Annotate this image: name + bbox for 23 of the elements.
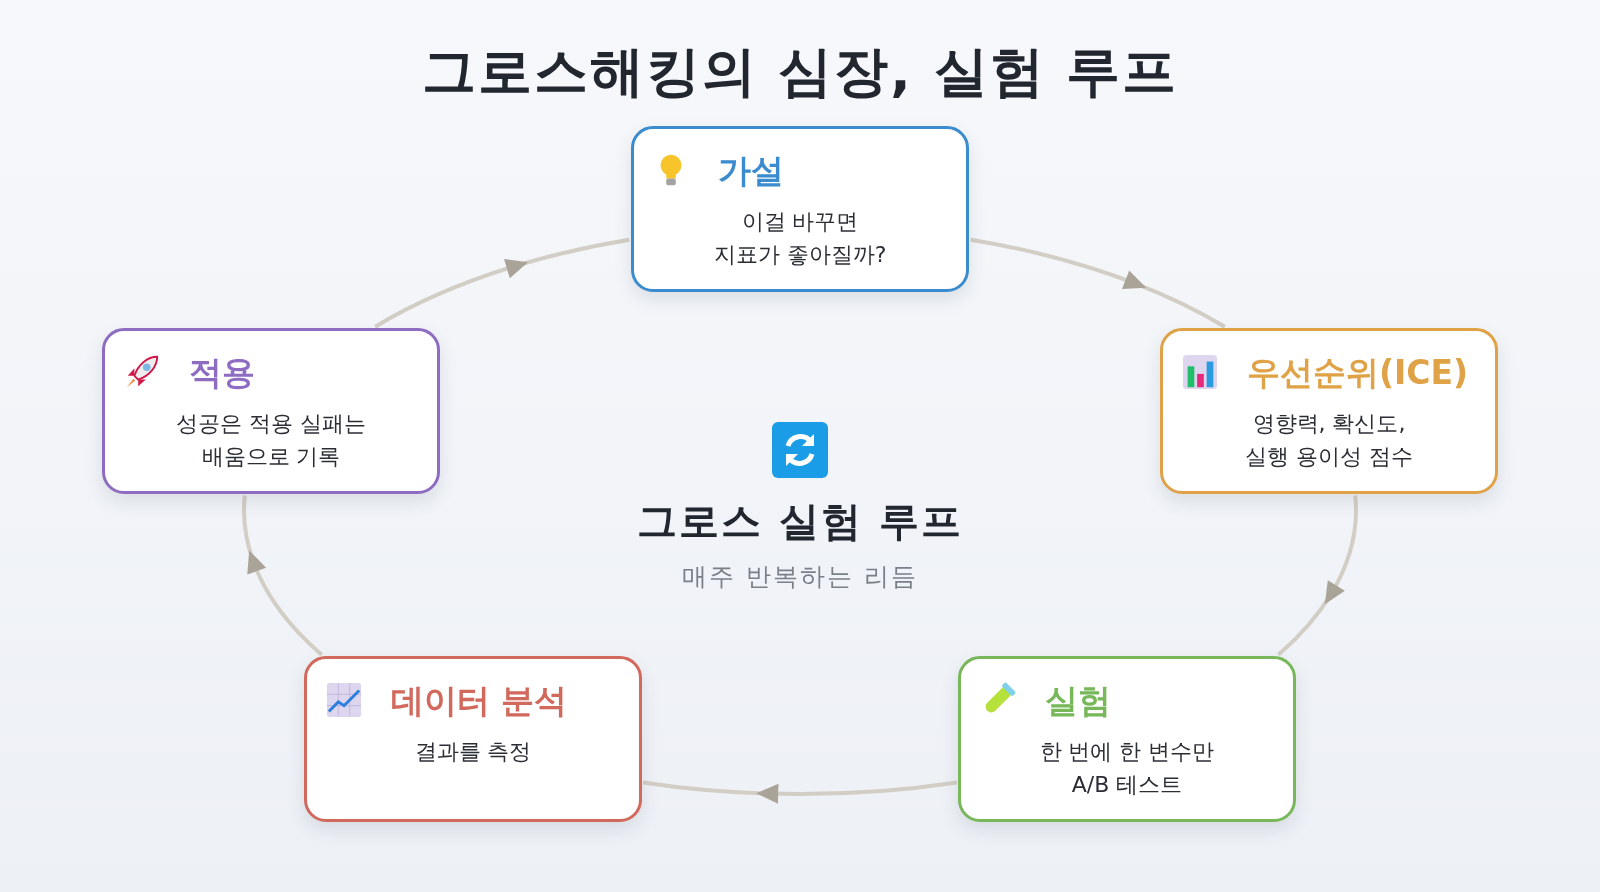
step-title: 적용: [189, 352, 255, 394]
step-description: 영향력, 확신도, 실행 용이성 점수: [1244, 410, 1414, 471]
step-card: [631, 126, 969, 292]
center-subtitle: 매주 반복하는 리듬: [682, 561, 918, 593]
arrow: [242, 495, 323, 657]
step-card: [102, 328, 440, 494]
step-card: [1160, 328, 1498, 494]
arrow: [970, 237, 1226, 329]
step-description: 성공은 적용 실패는 배움으로 기록: [175, 410, 367, 471]
step-title: 실험: [1045, 680, 1111, 722]
step-description: 결과를 측정: [413, 738, 533, 766]
center-title: 그로스 실험 루프: [637, 497, 963, 546]
arrow: [642, 780, 958, 804]
step-card: [958, 656, 1296, 822]
step-title: 우선순위(ICE): [1247, 352, 1469, 394]
step-description: 한 번에 한 변수만 A/B 테스트: [1038, 738, 1216, 799]
title: 그로스해킹의 심장, 실험 루프: [421, 39, 1179, 105]
arrow: [1277, 495, 1358, 657]
step-title: 가설: [718, 150, 784, 192]
step-card: [304, 656, 642, 822]
step-description: 이걸 바꾸면 지표가 좋아질까?: [712, 208, 888, 269]
step-title: 데이터 분석: [391, 680, 568, 722]
arrow: [374, 237, 630, 329]
